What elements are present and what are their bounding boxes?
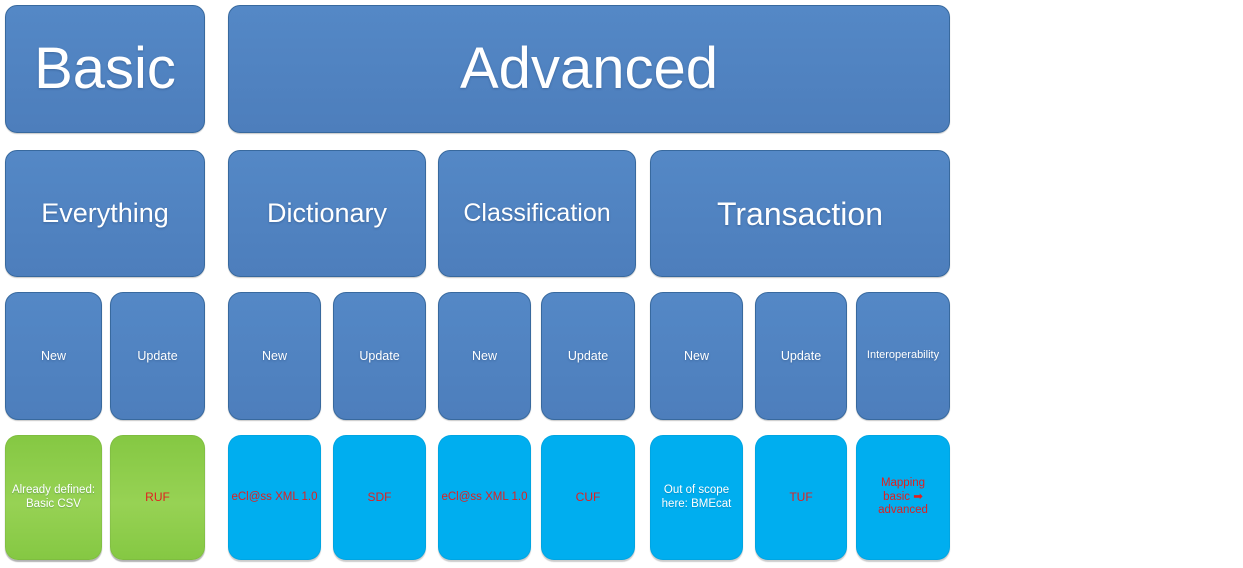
node-label: New [683, 348, 709, 363]
leaf-label: TUF [789, 490, 813, 505]
node-transaction-interoperability: Interoperability [856, 292, 950, 420]
node-dictionary-new: New [228, 292, 321, 420]
node-label: New [261, 348, 287, 363]
node-classification-update: Update [541, 292, 635, 420]
leaf-label: Mapping basic ➡ advanced [878, 476, 928, 517]
node-label: Update [567, 348, 609, 363]
node-classification: Classification [438, 150, 636, 277]
node-advanced: Advanced [228, 5, 950, 133]
node-advanced-label: Advanced [460, 36, 718, 101]
node-everything-update: Update [110, 292, 205, 420]
leaf-eclass-xml-classification: eCl@ss XML 1.0 [438, 435, 531, 560]
node-dictionary: Dictionary [228, 150, 426, 277]
leaf-cuf: CUF [541, 435, 635, 560]
leaf-sdf: SDF [333, 435, 426, 560]
node-label: Update [359, 348, 400, 363]
node-label: Interoperability [866, 349, 940, 362]
node-everything-label: Everything [41, 198, 169, 228]
leaf-already-defined-basic-csv: Already defined: Basic CSV [5, 435, 102, 560]
leaf-mapping-basic-to-advanced: Mapping basic ➡ advanced [856, 435, 950, 560]
node-transaction: Transaction [650, 150, 950, 277]
node-everything: Everything [5, 150, 205, 277]
node-label: Update [780, 348, 822, 363]
node-label: Update [137, 348, 178, 363]
node-label: New [471, 348, 497, 363]
leaf-label: eCl@ss XML 1.0 [441, 490, 528, 503]
leaf-tuf: TUF [755, 435, 847, 560]
node-basic-label: Basic [34, 36, 176, 101]
leaf-label: SDF [367, 490, 392, 505]
node-classification-label: Classification [463, 199, 611, 227]
leaf-label: Already defined: Basic CSV [11, 483, 96, 510]
leaf-eclass-xml-dictionary: eCl@ss XML 1.0 [228, 435, 321, 560]
node-classification-new: New [438, 292, 531, 420]
node-dictionary-update: Update [333, 292, 426, 420]
leaf-label: Out of scope here: BMEcat [661, 483, 732, 510]
leaf-out-of-scope-bmecat: Out of scope here: BMEcat [650, 435, 743, 560]
node-transaction-label: Transaction [717, 195, 883, 232]
leaf-ruf: RUF [110, 435, 205, 560]
leaf-label: CUF [575, 490, 601, 505]
node-label: New [40, 348, 66, 363]
node-basic: Basic [5, 5, 205, 133]
node-transaction-update: Update [755, 292, 847, 420]
node-everything-new: New [5, 292, 102, 420]
node-transaction-new: New [650, 292, 743, 420]
leaf-label: eCl@ss XML 1.0 [231, 490, 318, 503]
leaf-label: RUF [145, 490, 170, 505]
node-dictionary-label: Dictionary [266, 198, 388, 228]
